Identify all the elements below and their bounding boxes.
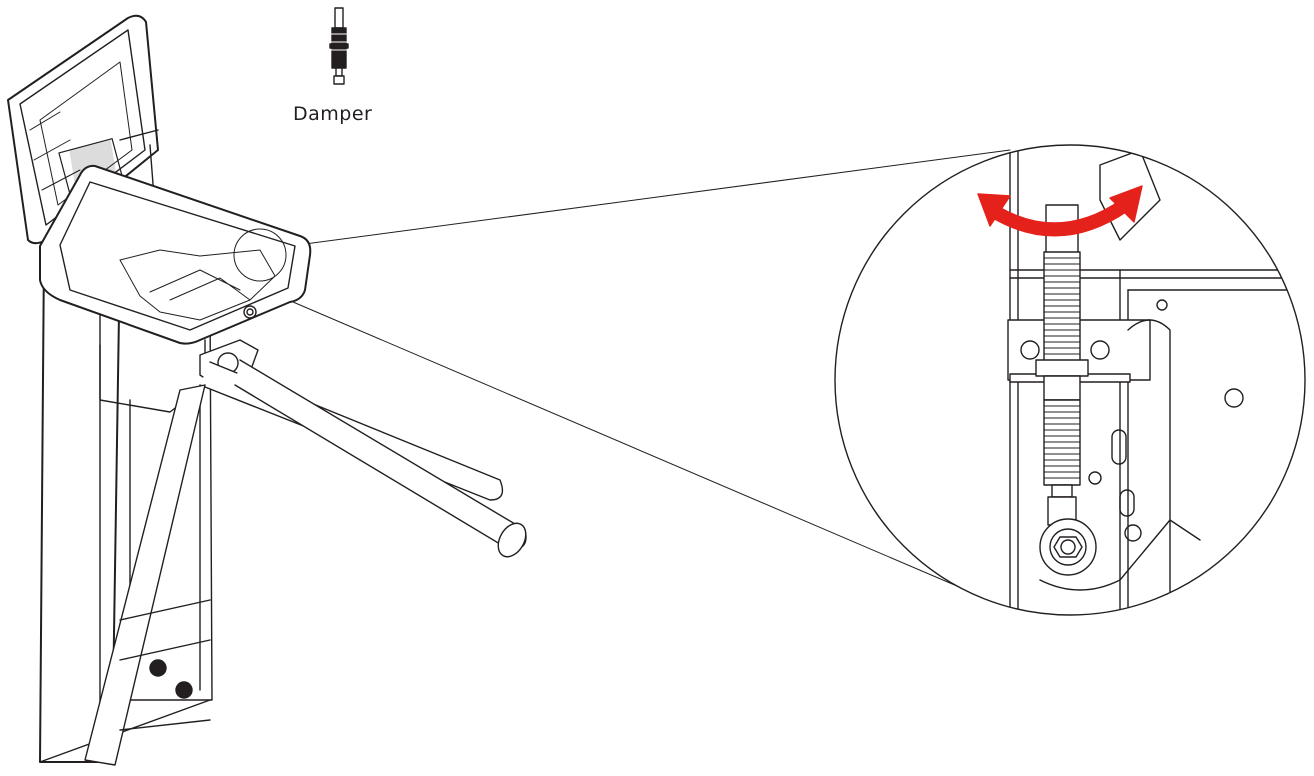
zoom-lines xyxy=(244,149,1011,599)
detail-view xyxy=(834,144,1306,616)
damper-label: Damper xyxy=(293,103,373,125)
rotation-arrow-icon xyxy=(977,185,1143,237)
turnstile-body xyxy=(7,14,527,766)
damper-icon xyxy=(329,7,349,85)
